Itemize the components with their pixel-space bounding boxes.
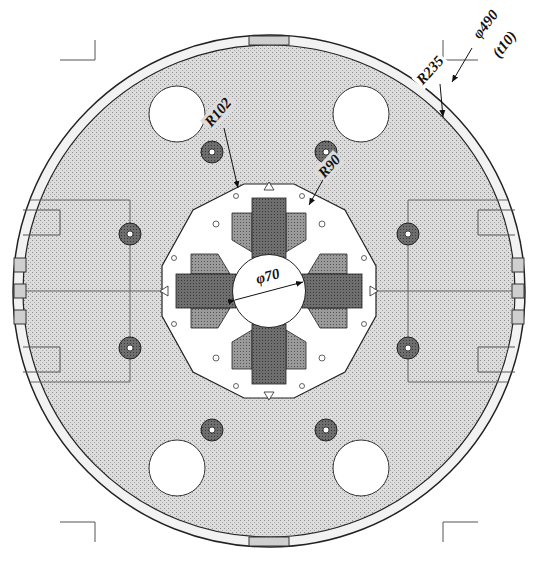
radius-dimension: R235 (411, 51, 448, 90)
thickness-dimension: (t10) (488, 26, 522, 63)
